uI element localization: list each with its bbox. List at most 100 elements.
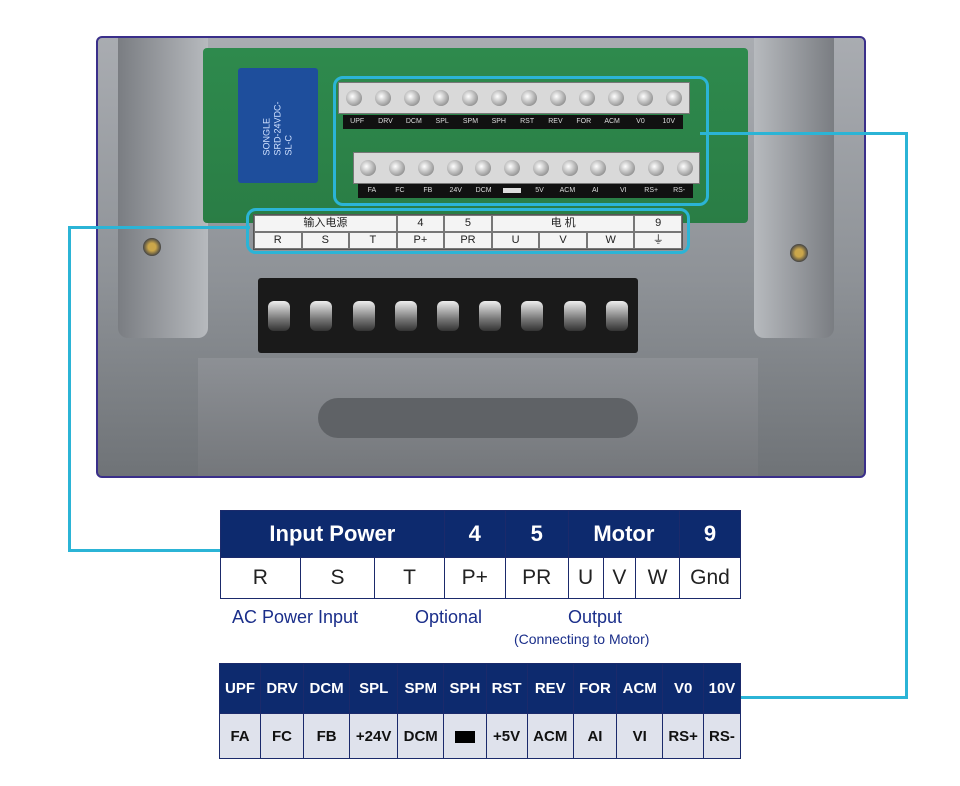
pcb-label: UPF bbox=[350, 118, 365, 125]
control-cell: 10V bbox=[702, 663, 742, 714]
pcb-label bbox=[498, 184, 526, 198]
output-subcaption: (Connecting to Motor) bbox=[514, 631, 650, 647]
cn-cell: 9 bbox=[634, 215, 682, 232]
relay-label: SONGLE SRD-24VDC-SL-C bbox=[261, 101, 294, 156]
cn-cell: S bbox=[301, 232, 350, 249]
connector-line bbox=[700, 132, 908, 135]
motor-header: Motor bbox=[567, 510, 681, 558]
captions: AC Power Input Optional Output (Connecti… bbox=[220, 603, 740, 653]
ac-power-caption: AC Power Input bbox=[232, 607, 359, 627]
connector-line bbox=[68, 549, 220, 552]
terminal-cell: Gnd bbox=[679, 557, 741, 599]
control-cell: RS+ bbox=[662, 713, 704, 759]
connector-line bbox=[68, 226, 250, 229]
control-cell: RST bbox=[485, 663, 528, 714]
housing-left bbox=[118, 38, 208, 338]
pcb-label: SPM bbox=[462, 118, 479, 125]
control-cell: +5V bbox=[485, 713, 528, 759]
pcb-label: 5V bbox=[535, 187, 544, 194]
cover-slot bbox=[318, 398, 638, 438]
terminal-labels-bottom: FA FC FB 24V DCM 5V ACM AI VI RS+ RS- bbox=[358, 184, 693, 198]
cn-cell: PR bbox=[444, 232, 492, 249]
cn-cell: R bbox=[254, 232, 302, 249]
pcb-label: DCM bbox=[475, 187, 492, 194]
cn-cell: P+ bbox=[396, 232, 445, 249]
pcb-label: FB bbox=[423, 187, 433, 194]
header-5: 5 bbox=[504, 510, 569, 558]
control-cell: FA bbox=[218, 713, 262, 759]
cn-cell: T bbox=[349, 232, 397, 249]
control-cell: RS- bbox=[702, 713, 742, 759]
black-bar-icon bbox=[443, 713, 487, 759]
power-terminal-label-strip: 输入电源 4 5 电 机 9 R S T P+ PR U V W ⏚ bbox=[253, 214, 683, 250]
terminal-block-top bbox=[338, 82, 690, 114]
control-cell: DRV bbox=[260, 663, 304, 714]
pcb-label: FOR bbox=[576, 118, 592, 125]
control-cell: DCM bbox=[302, 663, 351, 714]
control-cell: REV bbox=[526, 663, 574, 714]
cn-cell: 电 机 bbox=[491, 215, 635, 232]
connector-line bbox=[741, 696, 908, 699]
control-cell: SPL bbox=[349, 663, 399, 714]
control-cell: SPH bbox=[443, 663, 487, 714]
control-terminal-table: UPF DRV DCM SPL SPM SPH RST REV FOR ACM … bbox=[218, 663, 742, 759]
terminal-cell: S bbox=[299, 557, 376, 599]
cn-cell: W bbox=[586, 232, 635, 249]
pcb-label: DCM bbox=[405, 118, 422, 125]
connector-line bbox=[905, 132, 908, 699]
connector-line bbox=[68, 226, 71, 552]
mount-hole-icon bbox=[143, 238, 161, 256]
pcb-label: SPH bbox=[491, 118, 506, 125]
pcb-label: ACM bbox=[604, 118, 620, 125]
lower-cover bbox=[198, 358, 758, 476]
relay: SONGLE SRD-24VDC-SL-C bbox=[238, 68, 318, 183]
header-4: 4 bbox=[443, 510, 506, 558]
cn-cell: 输入电源 bbox=[254, 215, 397, 232]
mount-hole-icon bbox=[790, 244, 808, 262]
terminal-cell: P+ bbox=[443, 557, 506, 599]
ground-icon: ⏚ bbox=[634, 232, 682, 249]
power-terminal-table: Input Power 4 5 Motor 9 R S T P+ PR U V … bbox=[220, 510, 741, 599]
control-cell: V0 bbox=[662, 663, 704, 714]
pcb-label: FA bbox=[367, 187, 377, 194]
pcb-label: DRV bbox=[378, 118, 393, 125]
control-cell: VI bbox=[616, 713, 664, 759]
control-cell: UPF bbox=[218, 663, 262, 714]
housing-right bbox=[754, 38, 834, 338]
pcb-label: RST bbox=[520, 118, 535, 125]
pcb-label: RS- bbox=[673, 187, 686, 194]
pcb-label: V0 bbox=[636, 118, 645, 125]
power-terminal-block bbox=[258, 278, 638, 353]
pcb-label: AI bbox=[592, 187, 599, 194]
pcb-label: FC bbox=[395, 187, 405, 194]
input-power-header: Input Power bbox=[220, 510, 445, 558]
control-cell: ACM bbox=[616, 663, 664, 714]
control-cell: DCM bbox=[397, 713, 445, 759]
pcb-label: VI bbox=[619, 187, 627, 194]
optional-caption: Optional bbox=[415, 607, 483, 627]
pcb-label: 24V bbox=[449, 187, 462, 194]
terminal-cell: W bbox=[635, 557, 680, 599]
terminal-block-bottom bbox=[353, 152, 700, 184]
control-cell: +24V bbox=[349, 713, 399, 759]
terminal-cell: V bbox=[602, 557, 637, 599]
control-cell: ACM bbox=[526, 713, 574, 759]
pcb-label: ACM bbox=[559, 187, 576, 194]
output-caption: Output bbox=[568, 607, 623, 627]
cn-cell: V bbox=[539, 232, 587, 249]
control-cell: FOR bbox=[572, 663, 618, 714]
pcb-label: 10V bbox=[662, 118, 675, 125]
pcb-label: REV bbox=[548, 118, 563, 125]
terminal-labels-top: UPF DRV DCM SPL SPM SPH RST REV FOR ACM … bbox=[343, 115, 683, 129]
control-cell: FC bbox=[260, 713, 304, 759]
terminal-cell: R bbox=[220, 557, 301, 599]
power-terminal-highlight bbox=[246, 208, 690, 254]
terminal-cell: U bbox=[567, 557, 604, 599]
cn-cell: 5 bbox=[444, 215, 492, 232]
control-cell: AI bbox=[572, 713, 618, 759]
pcb-label: SPL bbox=[435, 118, 449, 125]
control-cell: SPM bbox=[397, 663, 445, 714]
drive-photo: SONGLE SRD-24VDC-SL-C UPF DRV DCM SPL SP… bbox=[96, 36, 866, 478]
control-cell: FB bbox=[302, 713, 351, 759]
header-9: 9 bbox=[679, 510, 741, 558]
